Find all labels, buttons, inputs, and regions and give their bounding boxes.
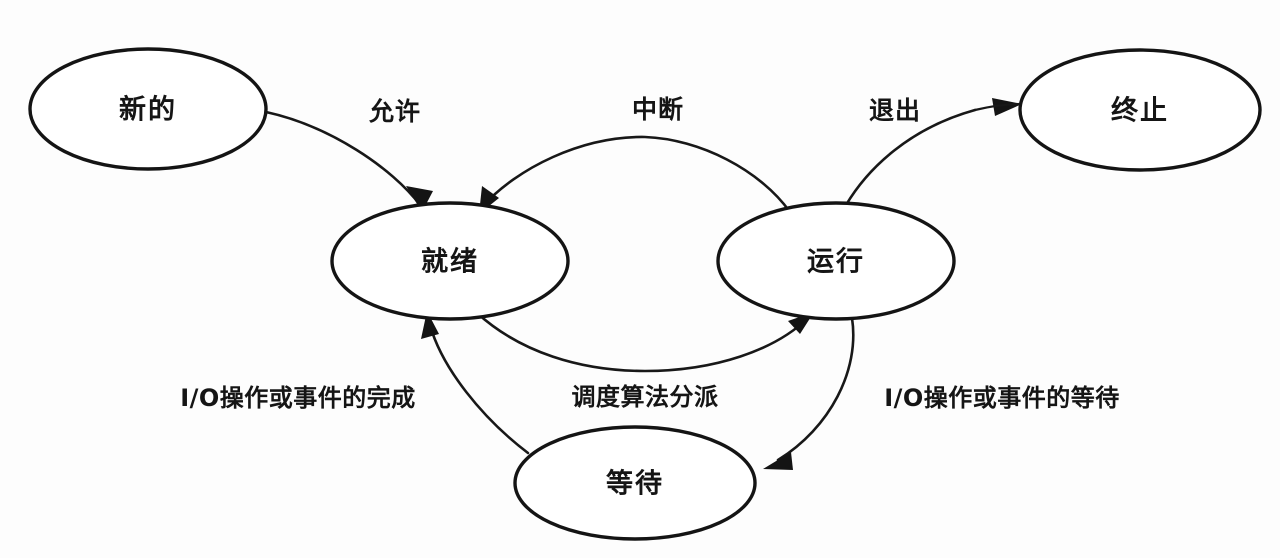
edge-admit — [264, 110, 433, 212]
edge-io-wait-path — [776, 316, 855, 462]
node-waiting-shape[interactable] — [513, 425, 757, 541]
node-new-label: 新的 — [119, 94, 177, 126]
edge-io-complete-path — [428, 323, 530, 455]
edge-dispatch — [475, 311, 814, 373]
edge-exit-path-tail — [973, 102, 1024, 112]
edge-label-io-complete: I/O操作或事件的完成 — [180, 384, 416, 412]
node-waiting[interactable]: 等待 — [513, 425, 757, 541]
edge-admit-path — [264, 110, 422, 207]
node-running-label: 运行 — [807, 246, 865, 278]
edge-exit — [844, 98, 1024, 207]
node-terminated[interactable]: 终止 — [1018, 48, 1262, 172]
node-new-shape[interactable] — [28, 47, 268, 171]
edge-io-complete — [421, 311, 530, 455]
edge-label-interrupt: 中断 — [632, 95, 684, 124]
node-terminated-label: 终止 — [1111, 95, 1169, 127]
node-ready[interactable]: 就绪 — [330, 201, 570, 321]
edge-admit-arrowhead — [406, 186, 433, 212]
edge-label-io-wait: I/O操作或事件的等待 — [884, 384, 1120, 412]
edge-exit-path — [844, 108, 977, 207]
node-running-shape[interactable] — [716, 201, 956, 321]
node-waiting-label: 等待 — [606, 468, 664, 500]
node-ready-label: 就绪 — [421, 247, 479, 278]
edge-exit-arrowhead — [992, 98, 1022, 116]
node-new[interactable]: 新的 — [28, 47, 268, 171]
edge-io-wait-arrowhead — [763, 452, 793, 470]
edge-label-exit: 退出 — [869, 96, 921, 125]
edge-io-wait — [763, 316, 855, 470]
edge-label-admit: 允许 — [368, 97, 421, 126]
edge-dispatch-path — [475, 311, 810, 373]
edge-label-dispatch: 调度算法分派 — [572, 383, 719, 411]
node-running[interactable]: 运行 — [716, 201, 956, 321]
node-ready-shape[interactable] — [330, 201, 570, 321]
node-terminated-shape[interactable] — [1018, 48, 1262, 172]
edge-interrupt-path — [480, 135, 792, 214]
edge-interrupt — [479, 135, 792, 214]
